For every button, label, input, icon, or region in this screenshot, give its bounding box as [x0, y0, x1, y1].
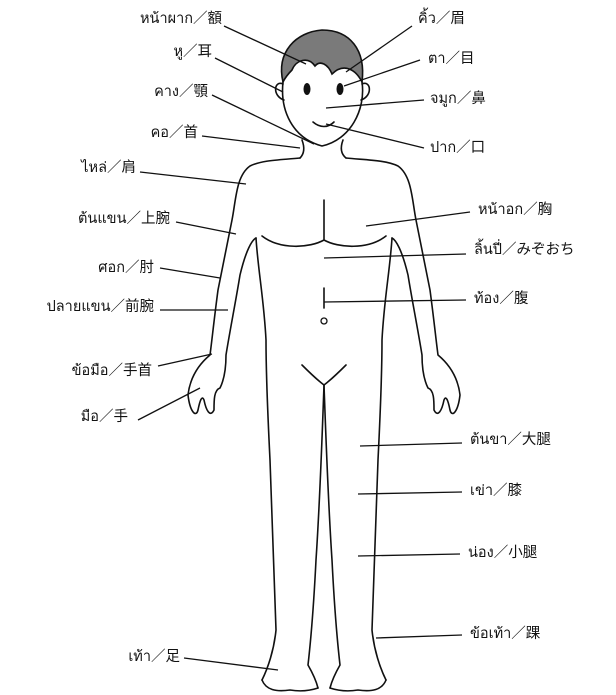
leader-chest — [366, 212, 470, 226]
navel — [321, 318, 327, 324]
leader-neck — [202, 136, 300, 148]
inner-leg-right — [324, 385, 340, 688]
leader-solar-plexus — [324, 254, 466, 258]
label-ankle: ข้อเท้า／踝 — [470, 625, 540, 643]
label-thigh: ต้นขา／大腿 — [470, 431, 551, 449]
left-foot — [262, 680, 318, 691]
label-jaw: คาง／顎 — [154, 83, 208, 101]
right-foot — [330, 680, 386, 691]
label-shoulder: ไหล่／肩 — [81, 159, 136, 177]
label-foot: เท้า／足 — [128, 648, 180, 666]
leader-mouth — [326, 124, 424, 148]
leader-upper-arm — [176, 222, 236, 234]
leader-foot — [184, 658, 278, 670]
label-eyebrow: คิ้ว／眉 — [418, 10, 465, 28]
torso-right — [346, 158, 460, 414]
label-wrist: ข้อมือ／手首 — [72, 362, 152, 380]
left-eye — [304, 83, 311, 95]
right-side — [372, 238, 392, 680]
label-knee: เข่า／膝 — [470, 482, 522, 500]
leader-shoulder — [140, 172, 246, 184]
leader-elbow — [160, 268, 220, 278]
leader-calf — [358, 554, 460, 556]
label-upper-arm: ต้นแขน／上腕 — [78, 210, 170, 228]
label-forehead: หน้าผาก／額 — [140, 10, 222, 28]
label-belly: ท้อง／腹 — [474, 290, 528, 308]
leader-hand — [138, 388, 200, 420]
label-forearm: ปลายแขน／前腕 — [47, 298, 154, 316]
label-chest: หน้าอก／胸 — [478, 201, 552, 219]
left-side — [256, 238, 276, 680]
leader-thigh — [360, 443, 462, 446]
label-neck: คอ／首 — [151, 124, 198, 142]
leader-jaw — [212, 95, 314, 144]
right-eye — [337, 83, 344, 95]
chest-line — [262, 200, 386, 246]
label-elbow: ศอก／肘 — [98, 259, 154, 277]
head-outline — [283, 82, 363, 146]
label-hand: มือ／手 — [81, 408, 128, 426]
label-calf: น่อง／小腿 — [468, 544, 537, 562]
inner-leg-left — [308, 385, 324, 688]
leader-belly — [324, 300, 466, 302]
hair — [282, 30, 363, 82]
label-eye: ตา／目 — [428, 50, 475, 68]
label-solar-plexus: ลิ้นปี่／みぞおち — [474, 241, 575, 259]
torso-left — [188, 158, 300, 414]
leader-ankle — [376, 635, 462, 638]
label-ear: หู／耳 — [173, 43, 212, 61]
leader-knee — [358, 492, 462, 494]
groin — [302, 365, 346, 385]
neck-outline — [300, 140, 346, 158]
label-nose: จมูก／鼻 — [430, 90, 486, 108]
leader-nose — [326, 100, 424, 108]
label-mouth: ปาก／口 — [430, 139, 485, 157]
leader-ear — [215, 58, 283, 92]
